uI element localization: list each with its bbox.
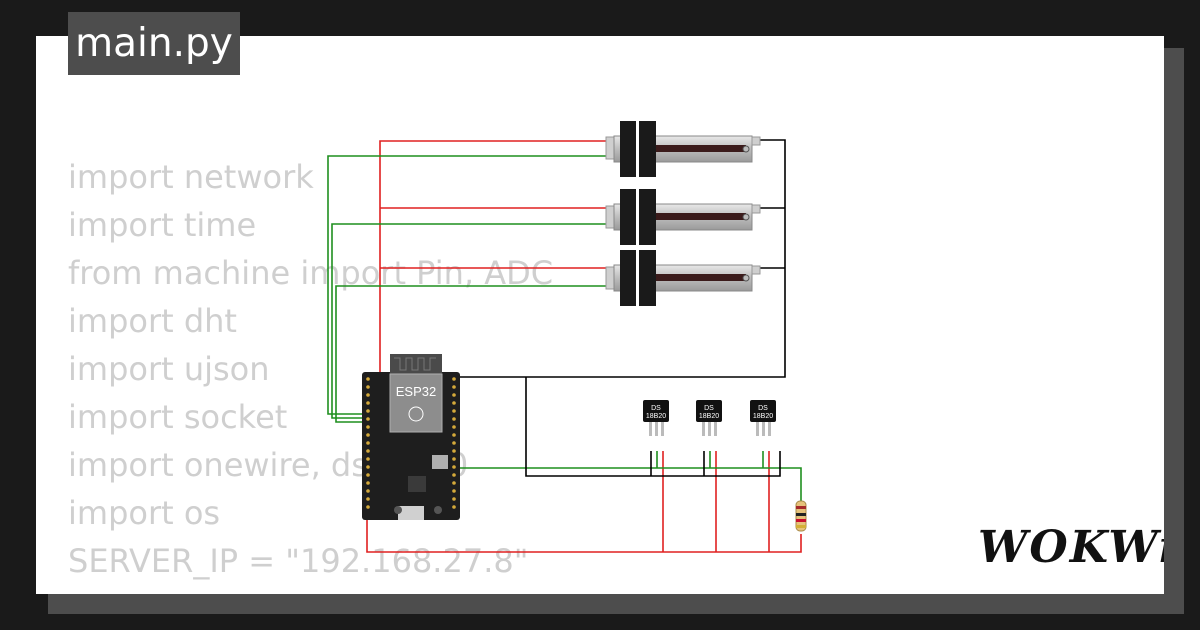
code-line: import network xyxy=(68,158,314,196)
code-line: import dht xyxy=(68,302,237,340)
slide-potentiometer[interactable] xyxy=(605,121,761,177)
sensor-label: 18B20 xyxy=(646,413,666,420)
pullup-resistor[interactable] xyxy=(795,500,807,532)
wokwi-logo: WOKWi xyxy=(978,522,1164,573)
code-line: SERVER_IP = "192.168.27.8" xyxy=(68,542,529,580)
board-label: ESP32 xyxy=(396,384,436,399)
code-line: import os xyxy=(68,494,221,532)
slide-potentiometer[interactable] xyxy=(605,250,761,306)
sensor-label: DS xyxy=(651,405,661,412)
signal-wires xyxy=(327,155,802,501)
ds18b20-sensor[interactable]: DS 18B20 xyxy=(696,400,722,436)
esp32-board[interactable]: ESP32 xyxy=(362,354,460,520)
code-line: import ujson xyxy=(68,350,270,388)
code-line: import time xyxy=(68,206,257,244)
slide-potentiometer[interactable] xyxy=(605,189,761,245)
sensor-label: DS xyxy=(704,405,714,412)
ds18b20-sensor[interactable]: DS 18B20 xyxy=(750,400,776,436)
code-line: import socket xyxy=(68,398,288,436)
ds18b20-sensor[interactable]: DS 18B20 xyxy=(643,400,669,436)
gnd-wires xyxy=(456,139,786,477)
file-tab-main-py[interactable]: main.py xyxy=(68,12,240,75)
circuit-diagram: ESP32 DS 18B20 xyxy=(327,121,807,553)
boot-button[interactable] xyxy=(394,506,402,514)
reset-button[interactable] xyxy=(434,506,442,514)
project-preview-card: import network import time from machine … xyxy=(36,36,1164,594)
usb-port xyxy=(398,506,424,520)
sensor-label: 18B20 xyxy=(753,413,773,420)
sensor-label: 18B20 xyxy=(699,413,719,420)
sensor-label: DS xyxy=(758,405,768,412)
